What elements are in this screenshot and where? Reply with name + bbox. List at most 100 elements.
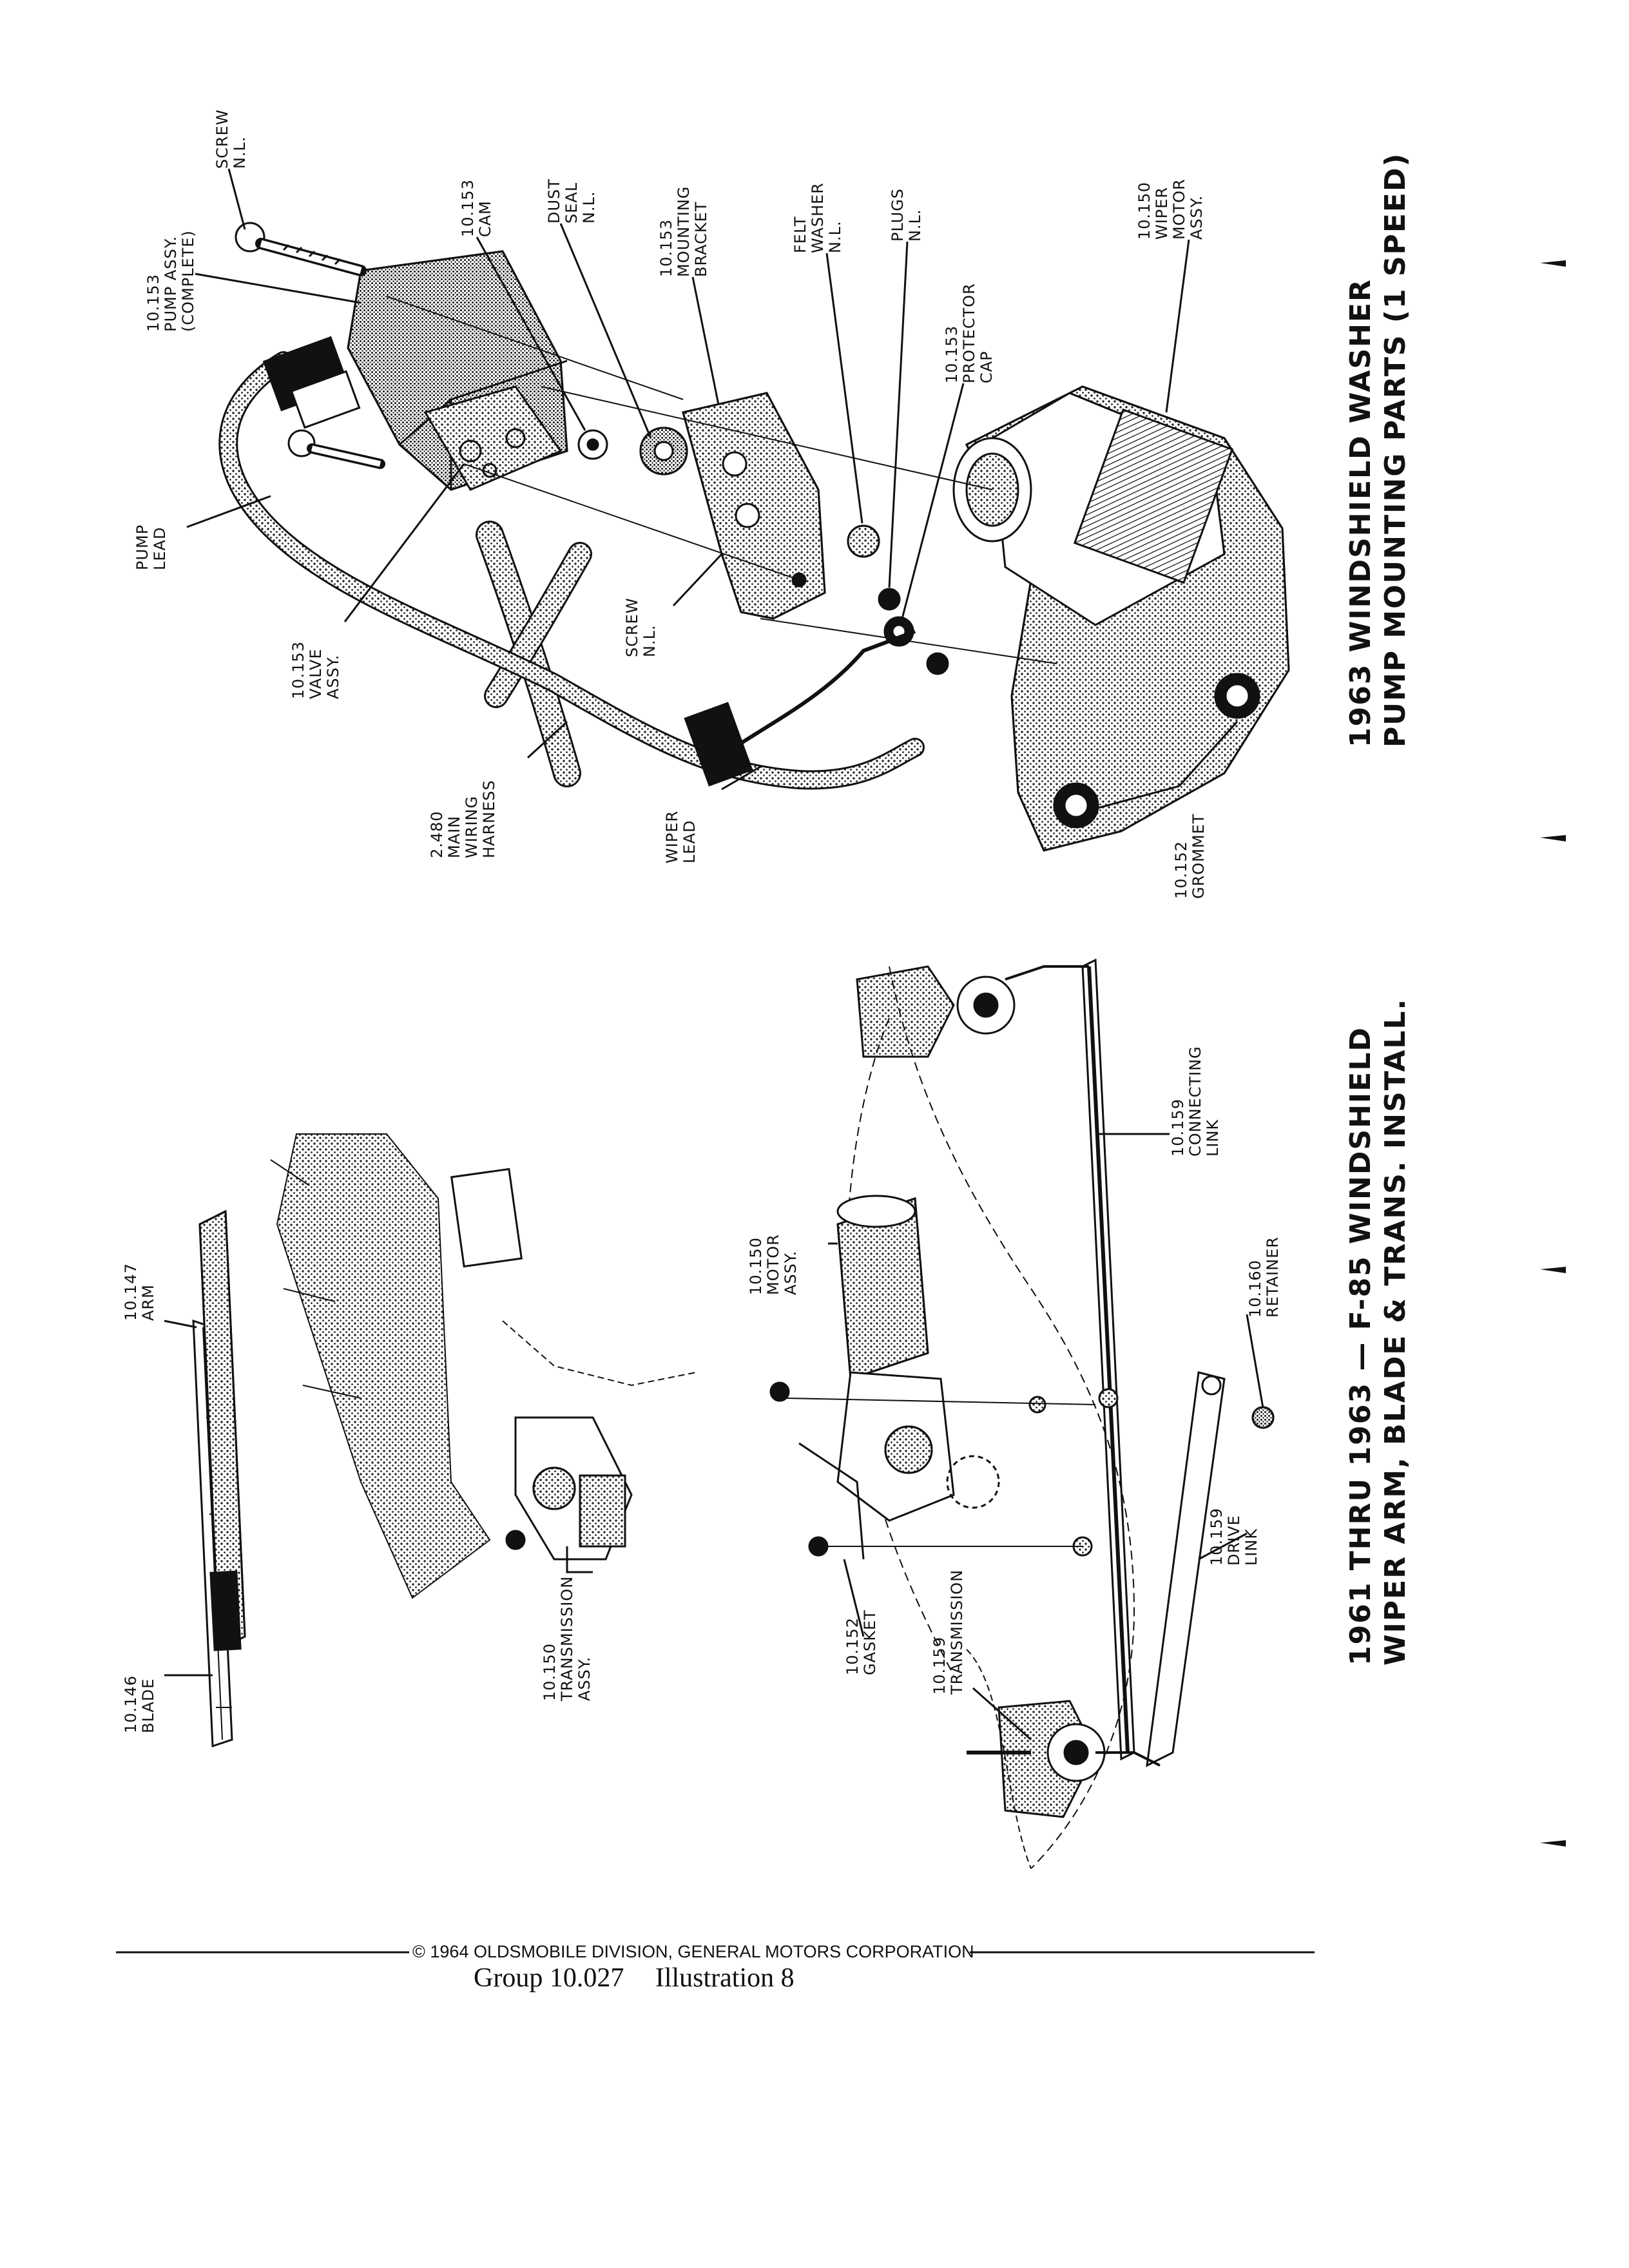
callout-text: 10.150 bbox=[747, 1237, 765, 1295]
callout-screw-top: SCREW N.L. bbox=[213, 109, 249, 169]
callout-gasket: 10.152 GASKET bbox=[843, 1610, 879, 1675]
callout-text: CONNECTING bbox=[1186, 1046, 1204, 1157]
binding-marks bbox=[1540, 260, 1566, 1847]
callout-text: 10.150 bbox=[541, 1643, 559, 1701]
callout-cam: 10.153 CAM bbox=[459, 179, 494, 237]
callout-text: WIPER bbox=[1153, 186, 1171, 240]
callout-transmission-upper: 10.150 TRANSMISSION ASSY. bbox=[541, 1576, 593, 1701]
transmission-upper bbox=[505, 1416, 633, 1561]
callout-plugs: PLUGS N.L. bbox=[889, 188, 924, 242]
mount-nut bbox=[1028, 1396, 1046, 1414]
callout-text: SEAL bbox=[563, 182, 581, 224]
callout-text: LEAD bbox=[680, 820, 699, 863]
callout-text: DRIVE bbox=[1225, 1515, 1243, 1566]
callout-text: 10.150 bbox=[1135, 182, 1153, 240]
lower-screw bbox=[287, 429, 385, 469]
cam-part bbox=[577, 429, 608, 460]
washer-diagram-title: 1963 WINDSHIELD WASHER PUMP MOUNTING PAR… bbox=[1344, 152, 1413, 747]
callout-pump-assy: 10.153 PUMP ASSY. (COMPLETE) bbox=[144, 230, 197, 332]
callout-text: SCREW bbox=[623, 597, 641, 657]
callout-text: 10.152 bbox=[1172, 841, 1190, 899]
washer-leader-lines bbox=[186, 168, 1239, 810]
grommet-part bbox=[1053, 673, 1260, 829]
callout-text: PROTECTOR bbox=[960, 283, 978, 383]
callout-text: FELT bbox=[791, 216, 809, 253]
cowl-panel bbox=[276, 1133, 491, 1599]
pivot-upper bbox=[856, 965, 1089, 1058]
callout-felt-washer: FELT WASHER N.L. bbox=[791, 182, 844, 253]
callout-text: 10.153 bbox=[144, 274, 162, 332]
callout-text: MOTOR bbox=[1170, 178, 1188, 240]
callout-transmission-lower: 10.159 TRANSMISSION bbox=[930, 1569, 966, 1695]
washer-pump-diagram bbox=[218, 222, 1290, 852]
callout-text: BRACKET bbox=[692, 201, 710, 277]
callout-text: 10.159 bbox=[1169, 1099, 1187, 1157]
callout-text: 10.152 bbox=[843, 1617, 862, 1675]
callout-retainer: 10.160 RETAINER bbox=[1246, 1236, 1282, 1318]
callout-text: 10.153 bbox=[943, 325, 961, 383]
callout-mounting-bracket: 10.153 MOUNTING BRACKET bbox=[657, 186, 710, 277]
title-line: 1963 WINDSHIELD WASHER bbox=[1344, 278, 1377, 747]
plug-part bbox=[878, 588, 901, 611]
callout-pump-lead: PUMP LEAD bbox=[133, 524, 169, 570]
valve-face bbox=[423, 385, 563, 491]
callout-text: WIRING bbox=[463, 795, 481, 858]
callout-text: SCREW bbox=[213, 109, 231, 169]
dust-seal-part bbox=[639, 427, 688, 476]
title-line: PUMP MOUNTING PARTS (1 SPEED) bbox=[1379, 152, 1412, 747]
callout-text: LEAD bbox=[151, 526, 169, 570]
callout-text: 10.153 bbox=[657, 219, 675, 277]
callout-text: MAIN bbox=[445, 815, 463, 858]
callout-text: 10.147 bbox=[122, 1263, 140, 1321]
group-number: Group 10.027 bbox=[474, 1963, 624, 1993]
wiper-motor bbox=[798, 1195, 955, 1560]
callout-text: PUMP ASSY. bbox=[162, 235, 180, 332]
callout-motor-assy: 10.150 MOTOR ASSY. bbox=[747, 1234, 800, 1295]
callout-text: PUMP bbox=[133, 524, 151, 570]
callout-protector-cap: 10.153 PROTECTOR CAP bbox=[943, 283, 996, 383]
callout-text: HARNESS bbox=[480, 780, 498, 858]
callout-drive-link: 10.159 DRIVE LINK bbox=[1208, 1508, 1260, 1566]
callout-text: LINK bbox=[1204, 1119, 1222, 1157]
callout-text: N.L. bbox=[580, 191, 598, 224]
drive-link bbox=[1146, 1371, 1226, 1767]
callout-text: N.L. bbox=[231, 136, 249, 169]
callout-text: ASSY. bbox=[782, 1250, 800, 1295]
callout-text: LINK bbox=[1242, 1528, 1260, 1566]
callout-text: WASHER bbox=[809, 182, 827, 253]
callout-text: WIPER bbox=[663, 810, 681, 863]
callout-text: 10.159 bbox=[930, 1637, 949, 1695]
callout-text: N.L. bbox=[641, 624, 659, 657]
callout-text: N.L. bbox=[826, 220, 844, 253]
callout-main-harness: 2.480 MAIN WIRING HARNESS bbox=[428, 780, 498, 858]
callout-text: (COMPLETE) bbox=[179, 230, 197, 332]
wiper-lead-connector bbox=[684, 702, 753, 787]
callout-text: ASSY. bbox=[575, 1656, 593, 1701]
callout-text: N.L. bbox=[906, 209, 924, 242]
title-line: WIPER ARM, BLADE & TRANS. INSTALL. bbox=[1379, 997, 1412, 1666]
callout-text: 10.153 bbox=[289, 641, 307, 699]
callout-text: 10.160 bbox=[1246, 1260, 1264, 1318]
callout-text: 10.146 bbox=[122, 1675, 140, 1733]
callout-text: GROMMET bbox=[1190, 813, 1208, 899]
top-screw bbox=[235, 222, 367, 276]
callout-text: ASSY. bbox=[1188, 195, 1206, 240]
callout-wiper-motor: 10.150 WIPER MOTOR ASSY. bbox=[1135, 178, 1206, 240]
callout-text: ARM bbox=[139, 1284, 157, 1321]
callout-text: CAM bbox=[476, 200, 494, 237]
callout-text: MOUNTING bbox=[675, 186, 693, 277]
page-footer: Group 10.027 Illustration 8 bbox=[474, 1963, 819, 1994]
callout-text: TRANSMISSION bbox=[948, 1569, 966, 1695]
callout-text: TRANSMISSION bbox=[558, 1575, 576, 1701]
callout-text: 10.153 bbox=[459, 179, 477, 237]
title-line: 1961 THRU 1963 — F-85 WINDSHIELD bbox=[1344, 1026, 1377, 1666]
callout-text: 10.159 bbox=[1208, 1508, 1226, 1566]
wiper-diagram-title: 1961 THRU 1963 — F-85 WINDSHIELD WIPER A… bbox=[1344, 998, 1413, 1666]
pivot-lower bbox=[967, 1700, 1161, 1818]
callout-text: BLADE bbox=[139, 1678, 157, 1733]
callout-text: GASKET bbox=[861, 1610, 879, 1675]
callout-blade: 10.146 BLADE bbox=[122, 1675, 157, 1733]
callout-text: DUST bbox=[545, 178, 563, 224]
callout-text: VALVE bbox=[307, 648, 325, 699]
